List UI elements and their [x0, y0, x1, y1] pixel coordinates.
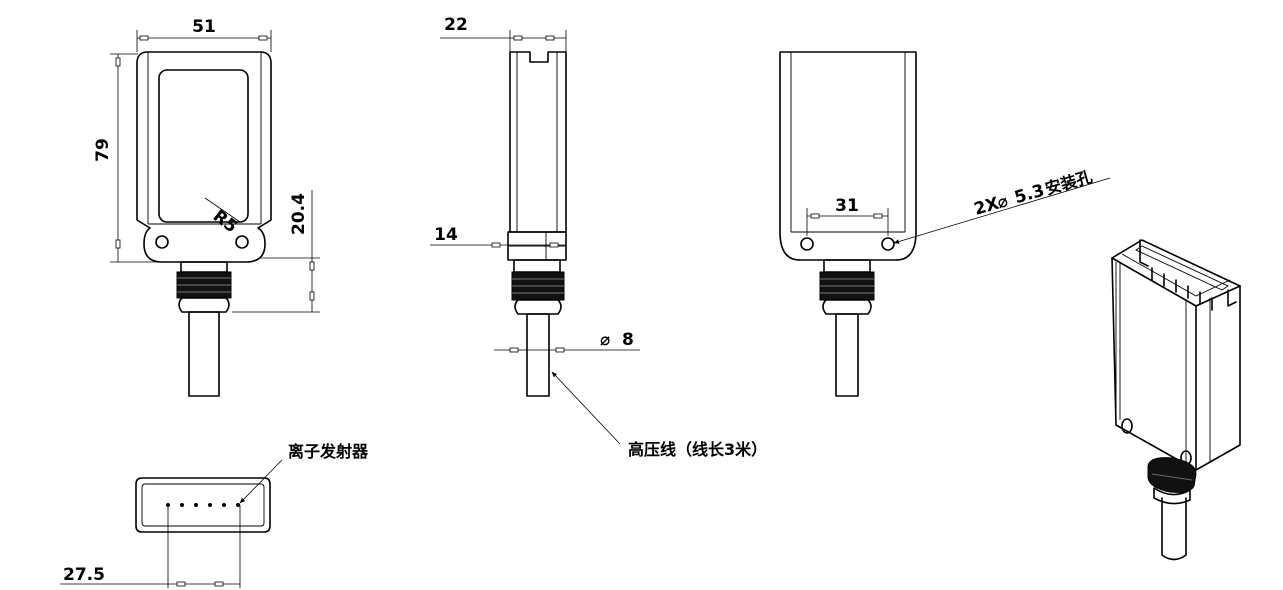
iso-hole-left [1121, 418, 1133, 434]
iso-pins [1151, 267, 1213, 311]
back-cable [835, 313, 859, 397]
back-hole-left [800, 237, 814, 251]
mounting-holes-label: 安装孔 [1043, 167, 1094, 198]
front-window [158, 69, 249, 223]
dim-hole-spacing-label: 31 [835, 196, 859, 216]
side-cable [526, 313, 550, 397]
emitter-pin [236, 503, 240, 507]
bottom-view: 离子发射器 27.5 [60, 442, 369, 588]
dim-radius-label: R5 [209, 206, 241, 237]
isometric-view [1111, 239, 1241, 561]
emitter-pin [194, 503, 198, 507]
dim-emitter-span-label: 27.5 [63, 565, 105, 585]
emitter-pin [180, 503, 184, 507]
back-hole-right [881, 237, 895, 251]
front-strain-relief [178, 297, 230, 313]
back-body [779, 51, 917, 261]
dim-step-label: 14 [434, 225, 458, 245]
side-view: 22 14 ⌀ 8 高压线（线长3米） [430, 15, 767, 459]
ion-emitter-label: 离子发射器 [288, 442, 369, 461]
dim-diameter-symbol: ⌀ [600, 330, 610, 350]
iso-body-outline [1111, 239, 1241, 471]
iso-cable [1161, 497, 1187, 561]
front-cable [188, 311, 220, 397]
hv-cable-label: 高压线（线长3米） [628, 440, 767, 459]
emitter-pin [222, 503, 226, 507]
emitter-pin [208, 503, 212, 507]
side-body [509, 51, 567, 233]
side-connector-neck [513, 259, 561, 273]
bottom-body [135, 477, 271, 533]
front-body [136, 51, 272, 263]
front-hole-left [155, 235, 169, 249]
back-view: 31 2X ⌀ 5.3 安装孔 [779, 51, 1111, 397]
iso-knurled-nut [1147, 457, 1197, 493]
dim-width-label: 51 [192, 17, 216, 37]
dim-depth-label: 22 [444, 15, 468, 35]
dim-height-label: 79 [93, 138, 113, 162]
front-hole-right [235, 235, 249, 249]
mounting-holes-size: 5.3 [1012, 181, 1046, 209]
dim-lower-label: 20.4 [289, 193, 309, 235]
front-connector-neck [180, 261, 228, 273]
dim-cable-diameter-label: 8 [622, 330, 634, 350]
front-view: 51 79 R5 20.4 [93, 17, 320, 397]
